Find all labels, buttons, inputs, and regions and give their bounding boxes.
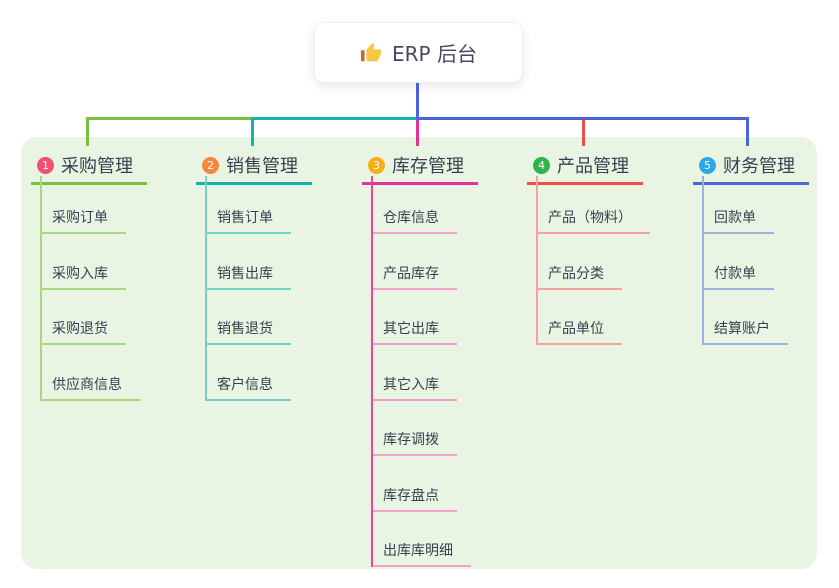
branch-finance: 5 财务管理 回款单 付款单 结算账户 [693,146,809,345]
mindmap-node[interactable]: 销售出库 [205,234,312,290]
mindmap-node[interactable]: 付款单 [702,234,809,290]
node-label: 结算账户 [702,318,788,345]
branch-title-label: 采购管理 [61,156,133,177]
branch-title-label: 库存管理 [392,156,464,177]
node-label: 付款单 [702,263,774,290]
branch-finance-children: 回款单 付款单 结算账户 [702,175,809,345]
mindmap-node[interactable]: 回款单 [702,179,809,234]
priority-badge: 1 [37,156,54,174]
root-title: ERP 后台 [392,42,477,66]
branch-purchase-children: 采购订单 采购入库 采购退货 供应商信息 [40,175,147,401]
branch-purchase-title[interactable]: 1 采购管理 [31,146,147,185]
connector-root-vertical [416,83,419,120]
mindmap-node[interactable]: 库存调拨 [371,401,478,456]
connector-drop-purchase [86,117,89,146]
mindmap-node[interactable]: 产品（物料） [536,179,650,234]
connector-horizontal-sales [251,117,419,120]
node-label: 客户信息 [205,374,291,401]
connector-drop-product [582,117,585,146]
mindmap-node[interactable]: 出库库明细 [371,512,478,567]
branch-inventory-title[interactable]: 3 库存管理 [362,146,478,185]
mindmap-node[interactable]: 结算账户 [702,290,809,345]
mindmap-node[interactable]: 采购退货 [40,290,147,345]
mindmap-node[interactable]: 其它入库 [371,345,478,401]
mindmap-node[interactable]: 供应商信息 [40,345,147,401]
mindmap-node[interactable]: 产品库存 [371,234,478,290]
mindmap-node[interactable]: 销售退货 [205,290,312,345]
mindmap-node[interactable]: 库存盘点 [371,456,478,512]
node-label: 产品（物料） [536,207,650,234]
branch-product-title[interactable]: 4 产品管理 [527,146,643,185]
mindmap-node[interactable]: 销售订单 [205,179,312,234]
mindmap-node[interactable]: 客户信息 [205,345,312,401]
branch-inventory: 3 库存管理 仓库信息 产品库存 其它出库 其它入库 库存调拨 库存盘点 出库库… [362,146,478,567]
priority-badge: 4 [533,156,550,174]
node-label: 其它入库 [371,374,457,401]
node-label: 库存调拨 [371,429,457,456]
branch-sales-title[interactable]: 2 销售管理 [196,146,312,185]
node-label: 仓库信息 [371,207,457,234]
node-label: 回款单 [702,207,774,234]
branches-background-panel [21,137,817,569]
mindmap-node[interactable]: 采购入库 [40,234,147,290]
node-label: 采购退货 [40,318,126,345]
branch-title-label: 产品管理 [557,156,629,177]
node-label: 产品分类 [536,263,622,290]
node-label: 销售退货 [205,318,291,345]
connector-horizontal-finance [416,117,749,120]
branch-inventory-children: 仓库信息 产品库存 其它出库 其它入库 库存调拨 库存盘点 出库库明细 [371,175,478,567]
node-label: 产品单位 [536,318,622,345]
node-label: 供应商信息 [40,374,140,401]
thumbs-up-icon [360,42,382,64]
node-label: 销售订单 [205,207,291,234]
node-label: 销售出库 [205,263,291,290]
mindmap-node[interactable]: 产品分类 [536,234,643,290]
connector-horizontal-purchase [86,117,254,120]
mindmap-node[interactable]: 产品单位 [536,290,643,345]
connector-drop-finance [746,117,749,146]
node-label: 出库库明细 [371,540,471,567]
priority-badge: 2 [202,156,219,174]
branch-product: 4 产品管理 产品（物料） 产品分类 产品单位 [527,146,650,345]
branch-product-children: 产品（物料） 产品分类 产品单位 [536,175,650,345]
mindmap-node[interactable]: 其它出库 [371,290,478,345]
connector-drop-sales [251,117,254,146]
connector-drop-inventory [416,120,419,146]
branch-sales-children: 销售订单 销售出库 销售退货 客户信息 [205,175,312,401]
branch-purchase: 1 采购管理 采购订单 采购入库 采购退货 供应商信息 [31,146,147,401]
priority-badge: 5 [699,156,716,174]
mindmap-node[interactable]: 采购订单 [40,179,147,234]
node-label: 采购入库 [40,263,126,290]
mindmap-node[interactable]: 仓库信息 [371,179,478,234]
node-label: 库存盘点 [371,485,457,512]
branch-finance-title[interactable]: 5 财务管理 [693,146,809,185]
node-label: 采购订单 [40,207,126,234]
branch-title-label: 销售管理 [226,156,298,177]
node-label: 其它出库 [371,318,457,345]
root-node[interactable]: ERP 后台 [314,22,523,83]
priority-badge: 3 [368,156,385,174]
node-label: 产品库存 [371,263,457,290]
branch-title-label: 财务管理 [723,156,795,177]
branch-sales: 2 销售管理 销售订单 销售出库 销售退货 客户信息 [196,146,312,401]
